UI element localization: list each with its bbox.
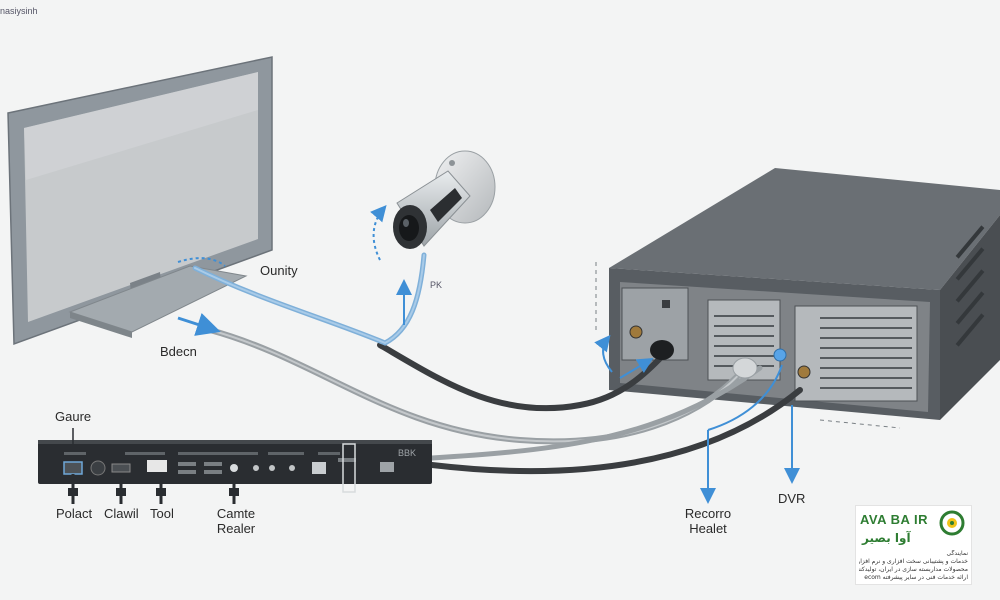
strip-top-edge <box>38 440 432 444</box>
strip-port-group-1 <box>178 462 196 466</box>
dvr-vent-right <box>794 305 918 402</box>
dvr-vent-slots-right <box>820 317 912 389</box>
label-box-tag: BBK <box>398 448 417 458</box>
label-recorro: Recorro Healet <box>680 506 736 536</box>
strip-port-hdmi <box>111 463 131 473</box>
ava-basir-logo: AVA BA IR آوا بصیر نمایندگی خدمات و پشتی… <box>855 505 972 585</box>
label-recorro-line2: Healet <box>689 521 727 536</box>
dvr-bnc-port-right <box>797 365 811 379</box>
strip-port-tool <box>147 460 167 472</box>
callout-pointer-tips <box>68 488 239 496</box>
strip-top-markings <box>64 452 340 455</box>
arrow-recorro-curve <box>707 364 783 431</box>
monitor <box>7 56 273 346</box>
label-camte: Camte Realer <box>214 506 258 536</box>
monitor-stand-front <box>70 312 132 338</box>
label-gaure: Gaure <box>55 409 92 424</box>
strip-port-group-1b <box>178 470 196 474</box>
label-tool: Tool <box>150 506 174 521</box>
rear-panel-strip <box>38 440 432 493</box>
logo-line-3: محصولات مداربسته سازی در ایران، تولیدکنن… <box>859 566 968 573</box>
camera-lens-glint <box>403 219 409 227</box>
camera-lens <box>399 215 419 241</box>
arrow-rotate-dvr <box>594 334 613 373</box>
strip-port-group-2 <box>204 462 222 466</box>
dvr-plug-black <box>650 340 674 360</box>
arrow-bdecn <box>177 313 221 336</box>
logo-latin-text: AVA BA IR <box>860 512 929 527</box>
dvr-bnc-port <box>629 325 643 339</box>
strip-bracket <box>342 443 356 493</box>
label-dvr: DVR <box>778 491 806 506</box>
cable-strip-black <box>429 387 803 475</box>
dvr-lock-icon <box>662 300 670 308</box>
dvr-side <box>940 215 1000 420</box>
strip-port-usb <box>63 461 83 475</box>
monitor-screen-highlight <box>24 72 258 180</box>
cable-blue-camera <box>192 252 427 346</box>
logo-line-4: ارائه خدمات فنی در سایر پیشرفته ecom <box>864 574 968 581</box>
strip-port-audio-1 <box>253 465 259 471</box>
label-camte-line2: Realer <box>216 521 256 536</box>
label-pk: PK <box>430 280 443 290</box>
dvr-recorder <box>609 168 1000 420</box>
strip-body <box>38 440 432 484</box>
camera-mount-screw <box>449 160 455 166</box>
logo-farsi-text: آوا بصیر <box>862 531 911 545</box>
dvr-side-vents <box>955 225 985 347</box>
cables <box>192 252 803 475</box>
strip-port-power <box>90 460 106 476</box>
dvr-blue-port <box>773 348 787 362</box>
strip-port-small <box>380 462 394 472</box>
dvr-top <box>609 168 1000 290</box>
dvr-vent-slots-middle <box>714 315 774 367</box>
dvr-plug-gray <box>732 357 758 379</box>
strip-port-audio-2 <box>269 465 275 471</box>
label-recorro-line1: Recorro <box>684 506 732 521</box>
camera-body-band <box>430 188 462 222</box>
dvr-dashed-hints <box>595 262 901 429</box>
strip-port-ethernet <box>312 462 326 474</box>
watermark-text: nasiysinh <box>0 6 38 16</box>
strip-port-camte <box>230 464 238 472</box>
strip-port-slot <box>338 458 356 462</box>
strip-port-group-2b <box>204 470 222 474</box>
strip-port-audio-3 <box>289 465 295 471</box>
label-clawil: Clawil <box>104 506 139 521</box>
flow-arrows <box>177 204 800 504</box>
cable-black-camera <box>377 342 671 412</box>
arrow-dvr-port <box>619 357 654 379</box>
cable-strip-gray <box>429 365 763 461</box>
label-camte-line1: Camte <box>216 506 256 521</box>
logo-line-1: نمایندگی <box>946 550 968 557</box>
arrow-rotate-camera <box>370 204 387 261</box>
label-ounity: Ounity <box>260 263 298 278</box>
eye-icon <box>939 510 965 536</box>
bullet-camera <box>393 150 496 249</box>
cable-blue-camera-core <box>194 254 425 345</box>
logo-line-2: خدمات و پشتیبانی سخت افزاری و نرم افزاری <box>859 558 968 565</box>
label-bdecn: Bdecn <box>160 344 197 359</box>
label-polact: Polact <box>56 506 93 521</box>
